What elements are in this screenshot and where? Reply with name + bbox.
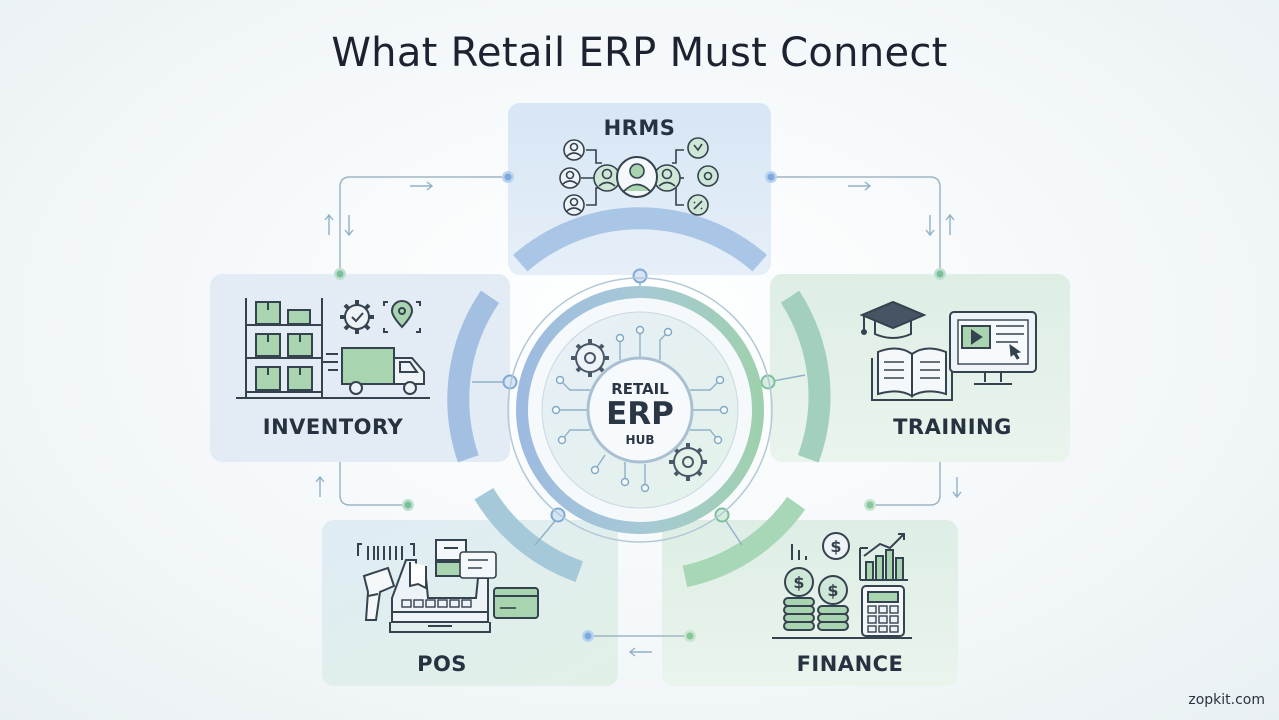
- flow-arrows: [315, 181, 962, 657]
- page-title: What Retail ERP Must Connect: [331, 30, 948, 76]
- outer-ring: [447, 207, 831, 588]
- cash-register-icon: [389, 539, 491, 633]
- coin-stack-icon: $ $: [783, 567, 849, 631]
- barcode-icon: [357, 543, 415, 560]
- connector-dots: [334, 171, 946, 642]
- receipt-icon: [459, 551, 497, 579]
- svg-text:$: $: [793, 573, 804, 592]
- hub-label-retail: RETAIL: [611, 380, 669, 398]
- delivery-truck-icon: [322, 347, 425, 395]
- gear-icon: [669, 443, 707, 481]
- barcode-scanner-icon: [362, 566, 396, 621]
- central-hub: RETAIL ERP HUB: [507, 277, 773, 543]
- location-pin-icon: [383, 300, 421, 333]
- hub-label-erp: ERP: [606, 396, 674, 432]
- spoke-dots: [502, 268, 776, 523]
- footer-brand[interactable]: zopkit.com: [1188, 692, 1265, 708]
- warehouse-shelf-icon: [236, 298, 430, 399]
- svg-text:$: $: [830, 537, 841, 556]
- monitor-video-icon: [949, 311, 1037, 385]
- hrms-people-network-icon: [559, 137, 719, 216]
- connector-lines: [339, 176, 941, 637]
- calculator-icon: [861, 585, 905, 637]
- training-label: TRAINING: [893, 415, 1012, 439]
- gear-icon: [571, 339, 609, 377]
- open-book-icon: [871, 347, 953, 401]
- dollar-coin-icon: $: [822, 532, 850, 560]
- inventory-label: INVENTORY: [262, 415, 404, 439]
- credit-card-icon: [493, 587, 539, 619]
- pos-label: POS: [417, 652, 467, 676]
- hrms-label: HRMS: [603, 116, 676, 140]
- finance-label: FINANCE: [796, 652, 904, 676]
- gear-check-icon: [340, 300, 374, 334]
- hub-label-hub: HUB: [626, 433, 655, 447]
- graduation-cap-icon: [859, 300, 927, 339]
- finance-bar-chart-icon: [791, 533, 908, 581]
- svg-text:$: $: [827, 581, 838, 600]
